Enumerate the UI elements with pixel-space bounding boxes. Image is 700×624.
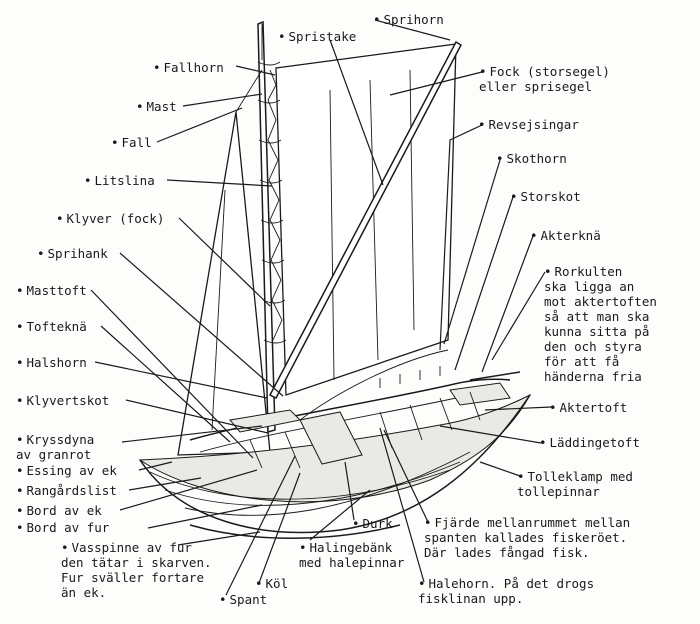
label-durk: Durk (352, 516, 393, 531)
label-aktertoft: Aktertoft (549, 400, 628, 415)
label-spant: Spant (219, 592, 268, 607)
label-essing: Essing av ek (16, 463, 117, 478)
label-fall: Fall (111, 135, 152, 150)
thwarts (229, 382, 511, 465)
frames (249, 391, 481, 469)
label-vasspinne: Vasspinne av fur den tätar i skarven. Fu… (61, 540, 212, 600)
label-tolleklamp: Tolleklamp med tollepinnar (517, 469, 633, 499)
label-litslina: Litslina (84, 173, 155, 188)
label-storskot: Storskot (510, 189, 581, 204)
label-bord-ek: Bord av ek (16, 503, 102, 518)
label-rorkulten: Rorkulten ska ligga an mot aktertoften s… (544, 264, 657, 384)
label-bord-fur: Bord av fur (16, 520, 110, 535)
leader-lines (90, 19, 552, 596)
mast-hoops (257, 61, 287, 344)
label-mast: Mast (136, 99, 177, 114)
aftthwart-plank (449, 382, 511, 406)
label-skothorn: Skothorn (496, 151, 567, 166)
label-kryssdyna: Kryssdyna av granrot (16, 432, 94, 462)
label-laddingetoft: Läddingetoft (539, 435, 640, 450)
lacing-line (267, 69, 283, 341)
label-spristake: Spristake (278, 29, 357, 44)
label-halingebank: Halingebänk med halepinnar (299, 540, 404, 570)
label-toftekna: Tofteknä (16, 319, 87, 334)
label-sprihank: Sprihank (37, 246, 108, 261)
label-masttoft: Masttoft (16, 283, 87, 298)
label-sprihorn: Sprihorn (373, 12, 444, 27)
jib-sail (177, 111, 271, 456)
tiller (469, 371, 521, 381)
sail-crease-lines (211, 69, 449, 431)
label-fallhorn: Fallhorn (153, 60, 224, 75)
label-kol: Köl (255, 576, 289, 591)
label-klyver: Klyver (fock) (56, 211, 165, 226)
mast (257, 20, 276, 433)
label-akterkna: Akterknä (530, 228, 601, 243)
halyard (235, 69, 263, 113)
label-halshorn: Halshorn (16, 355, 87, 370)
label-rangardslist: Rangårdslist (16, 483, 117, 498)
label-klyvertskot: Klyvertskot (16, 393, 110, 408)
sprit-spar (268, 40, 462, 399)
thwart-mid (299, 411, 363, 465)
label-fjarde: Fjärde mellanrummet mellan spanten kalla… (424, 515, 630, 560)
label-revsejsingar: Revsejsingar (478, 117, 579, 132)
label-fock: Fock (storsegel) eller sprisegel (479, 64, 610, 94)
label-halehorn: Halehorn. På det drogs fisklinan upp. (418, 576, 594, 606)
oarlock-pins (379, 366, 441, 388)
